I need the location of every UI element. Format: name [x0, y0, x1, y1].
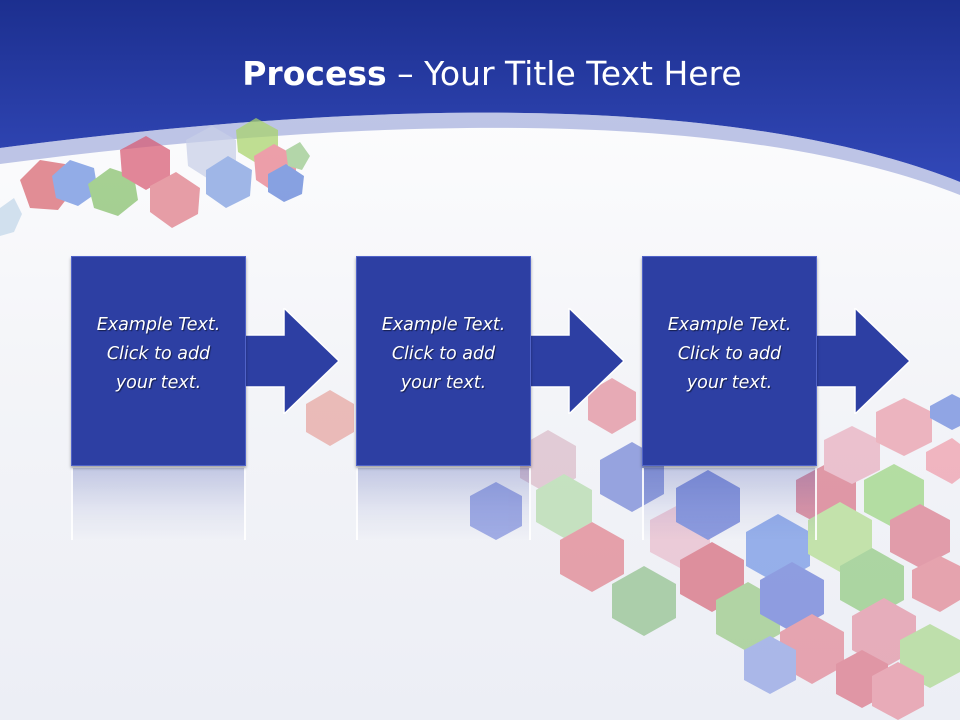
- step-1-box[interactable]: Example Text. Click to add your text.: [71, 256, 246, 466]
- step-1-arrow: [243, 308, 339, 414]
- title-rest-part: – Your Title Text Here: [386, 54, 742, 93]
- step-3-box[interactable]: Example Text. Click to add your text.: [642, 256, 817, 466]
- slide-title[interactable]: Process – Your Title Text Here: [0, 52, 960, 96]
- step-3-reflection: [642, 468, 817, 540]
- step-2-reflection: [356, 468, 531, 540]
- polyhedra-cluster-bottom-right: [306, 378, 960, 720]
- step-3-text: Example Text. Click to add your text.: [667, 315, 792, 393]
- step-1-text: Example Text. Click to add your text.: [96, 315, 221, 393]
- title-bold-part: Process: [242, 54, 387, 93]
- step-2-text: Example Text. Click to add your text.: [381, 315, 506, 393]
- polyhedra-cluster-top-left: [0, 118, 310, 236]
- step-2-arrow: [528, 308, 624, 414]
- step-1-reflection: [71, 468, 246, 540]
- step-3-arrow: [814, 308, 910, 414]
- step-2-box[interactable]: Example Text. Click to add your text.: [356, 256, 531, 466]
